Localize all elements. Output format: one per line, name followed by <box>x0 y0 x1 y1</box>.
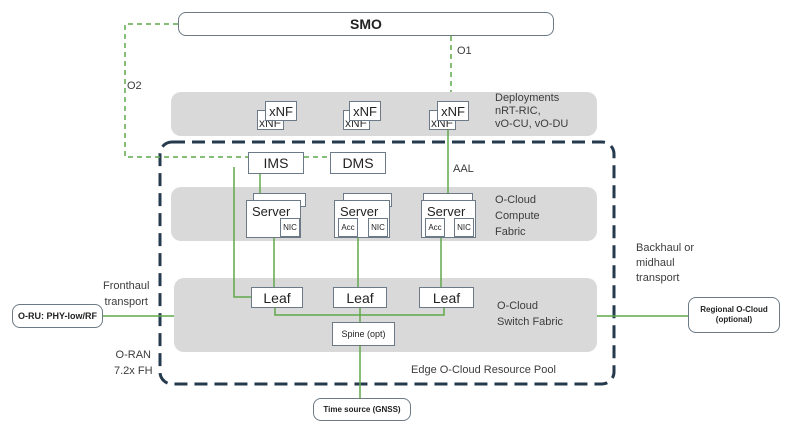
dms-box: DMS <box>330 152 386 174</box>
regional-ocloud-box: Regional O-Cloud (optional) <box>688 297 780 333</box>
oran-fh-label: O-RAN 7.2x FH <box>114 349 153 377</box>
nic-box-1: NIC <box>280 218 300 237</box>
acc-box-3: Acc <box>425 218 445 237</box>
switch-fabric-caption: O-Cloud Switch Fabric <box>497 300 564 328</box>
leaf-box-1: Leaf <box>251 287 303 308</box>
o2-label: O2 <box>127 80 142 92</box>
deployments-caption: Deployments nRT-RIC, vO-CU, vO-DU <box>495 92 569 130</box>
ims-leaf-link <box>233 167 251 298</box>
ims-box: IMS <box>248 152 304 174</box>
o1-label: O1 <box>457 45 472 57</box>
deployments-band <box>171 92 597 136</box>
fronthaul-label: Fronthaul transport <box>103 280 150 308</box>
spine-box: Spine (opt) <box>332 322 395 346</box>
nic-box-3: NIC <box>454 218 474 237</box>
o2-link <box>124 23 248 158</box>
xnf-box-1: xNF <box>265 101 297 121</box>
leaf-box-3: Leaf <box>419 287 474 308</box>
aal-label: AAL <box>453 163 474 175</box>
nic-box-2: NIC <box>368 218 388 237</box>
time-source-box: Time source (GNSS) <box>313 398 411 421</box>
xnf-box-3: xNF <box>437 101 469 121</box>
smo-label: SMO <box>350 16 382 32</box>
acc-box-2: Acc <box>338 218 358 237</box>
edge-pool-label: Edge O-Cloud Resource Pool <box>411 364 556 376</box>
oru-box: O-RU: PHY-low/RF <box>12 304 103 328</box>
compute-fabric-caption: O-Cloud Compute Fabric <box>495 194 540 238</box>
backhaul-label: Backhaul or midhaul transport <box>636 242 695 284</box>
edge-resource-pool-border <box>158 140 616 386</box>
smo-box: SMO <box>178 12 554 36</box>
xnf-box-2: xNF <box>349 101 381 121</box>
leaf-box-2: Leaf <box>333 287 387 308</box>
